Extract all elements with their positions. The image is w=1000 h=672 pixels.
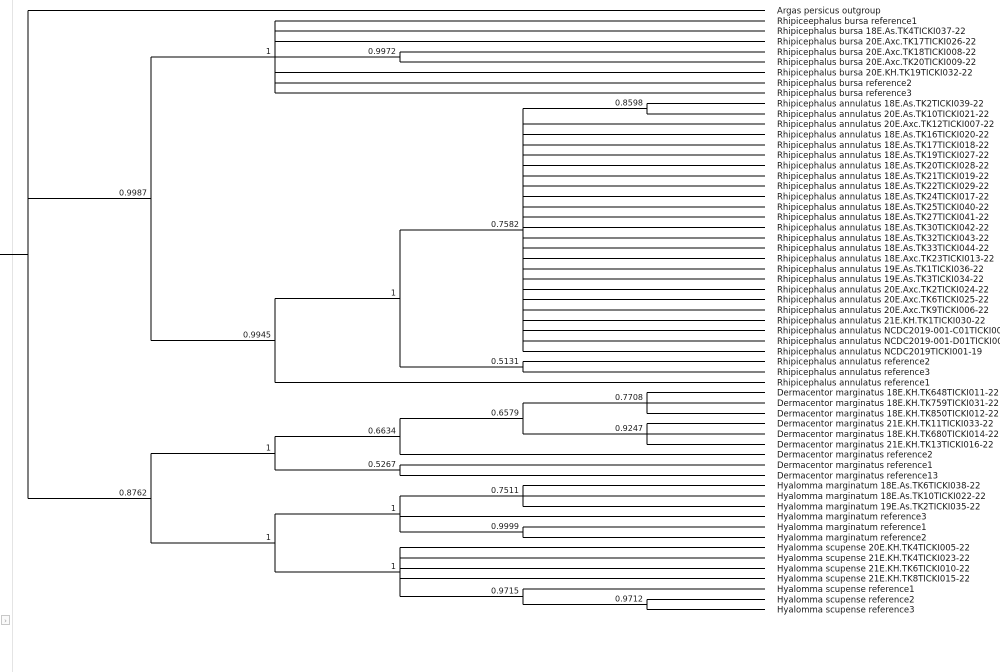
support-value: 1: [391, 504, 396, 513]
taxon-label: Rhipicephalus annulatus 18E.As.TK32TICKI…: [777, 234, 989, 244]
taxon-label: Rhipicephalus annulatus 18E.As.TK2TICKI0…: [777, 99, 984, 109]
taxon-label: Rhipicephalus annulatus 18E.As.TK30TICKI…: [777, 223, 989, 233]
taxon-label: Rhipicephalus bursa 20E.Axc.TK18TICKI008…: [777, 48, 976, 58]
support-value: 0.9712: [615, 594, 643, 603]
taxon-label: Dermacentor marginatus reference2: [777, 451, 933, 461]
taxon-label: Rhipicephalus bursa 18E.As.TK4TICKI037-2…: [777, 27, 966, 37]
taxon-label: Rhipicephalus bursa 20E.Axc.TK17TICKI026…: [777, 37, 976, 47]
support-value: 0.9945: [243, 330, 271, 339]
taxon-label: Dermacentor marginatus 21E.KH.TK13TICKI0…: [777, 440, 993, 450]
taxon-label: Hyalomma scupense reference2: [777, 595, 915, 605]
support-value: 0.5131: [491, 357, 519, 366]
taxon-label: Rhipicephalus annulatus 18E.As.TK22TICKI…: [777, 182, 989, 192]
taxon-label: Dermacentor marginatus reference1: [777, 461, 933, 471]
taxon-label: Hyalomma marginatum reference1: [777, 523, 927, 533]
taxon-label: Rhipicephalus bursa reference3: [777, 89, 912, 99]
taxon-label: Rhipicephalus annulatus NCDC2019TICKI001…: [777, 347, 982, 357]
support-value: 1: [266, 533, 271, 542]
taxon-label: Rhipicephalus annulatus 18E.As.TK25TICKI…: [777, 203, 989, 213]
support-value: 0.6634: [368, 427, 396, 436]
taxon-label: Dermacentor marginatus 18E.KH.TK850TICKI…: [777, 409, 999, 419]
taxon-label: Rhipicephalus bursa 20E.KH.TK19TICKI032-…: [777, 68, 973, 78]
support-value: 0.8762: [119, 488, 147, 497]
taxon-label: Rhipicephalus annulatus 19E.As.TK3TICKI0…: [777, 275, 984, 285]
expand-arrow-icon[interactable]: ›: [1, 615, 10, 625]
support-value: 0.7511: [491, 486, 519, 495]
support-value: 0.9972: [368, 47, 396, 56]
left-gutter: [0, 0, 13, 672]
taxon-label: Rhipicephalus bursa 20E.Axc.TK20TICKI009…: [777, 58, 976, 68]
taxon-label: Rhipicephalus annulatus 18E.As.TK27TICKI…: [777, 213, 989, 223]
support-value: 1: [266, 443, 271, 452]
taxon-label: Hyalomma marginatum reference3: [777, 513, 927, 523]
taxon-label: Hyalomma marginatum 19E.As.TK2TICKI035-2…: [777, 502, 980, 512]
support-value: 0.6579: [491, 409, 519, 418]
taxon-label: Rhipicephalus annulatus reference3: [777, 368, 930, 378]
taxon-label: Rhipicephalus annulatus 18E.As.TK24TICKI…: [777, 192, 989, 202]
taxon-label: Rhipicephalus annulatus 18E.As.TK33TICKI…: [777, 244, 989, 254]
taxon-label: Rhipicephalus annulatus NCDC2019-001-C01…: [777, 327, 1000, 337]
support-value: 1: [266, 47, 271, 56]
taxon-label: Rhipicephalus annulatus reference1: [777, 378, 930, 388]
support-value: 0.9715: [491, 587, 519, 596]
taxon-label: Rhipicephalus annulatus 18E.Axc.TK23TICK…: [777, 254, 994, 264]
support-value: 0.9987: [119, 189, 147, 198]
taxon-label: Hyalomma scupense 21E.KH.TK4TICKI023-22: [777, 554, 970, 564]
taxon-label: Rhipicephalus annulatus 20E.Axc.TK9TICKI…: [777, 306, 989, 316]
taxon-label: Dermacentor marginatus 18E.KH.TK680TICKI…: [777, 430, 999, 440]
taxon-label: Rhipicephalus annulatus 20E.As.TK10TICKI…: [777, 110, 989, 120]
support-value: 0.9999: [491, 522, 519, 531]
taxon-label: Rhipicephalus annulatus 20E.Axc.TK2TICKI…: [777, 285, 989, 295]
taxon-label: Dermacentor marginatus 18E.KH.TK648TICKI…: [777, 389, 999, 399]
support-value: 0.7708: [615, 393, 643, 402]
taxon-label: Hyalomma scupense 21E.KH.TK6TICKI010-22: [777, 564, 970, 574]
taxon-label: Dermacentor marginatus 18E.KH.TK759TICKI…: [777, 399, 999, 409]
taxon-label: Rhipicephalus annulatus 20E.Axc.TK12TICK…: [777, 120, 994, 130]
taxon-label: Rhipiceephalus bursa reference1: [777, 17, 917, 27]
support-value: 0.5267: [368, 460, 396, 469]
taxon-label: Rhipicephalus annulatus 21E.KH.TK1TICKI0…: [777, 316, 985, 326]
taxon-label: Hyalomma scupense reference3: [777, 606, 915, 616]
support-value: 0.7582: [491, 220, 519, 229]
taxon-label: Hyalomma marginatum 18E.As.TK10TICKI022-…: [777, 492, 986, 502]
support-value: 0.9247: [615, 424, 643, 433]
taxon-label: Rhipicephalus annulatus NCDC2019-001-D01…: [777, 337, 1000, 347]
taxon-label: Hyalomma scupense 20E.KH.TK4TICKI005-22: [777, 544, 970, 554]
taxon-label: Dermacentor marginatus reference13: [777, 471, 938, 481]
taxon-label: Rhipicephalus annulatus 20E.Axc.TK6TICKI…: [777, 296, 989, 306]
taxon-label: Hyalomma marginatum 18E.As.TK6TICKI038-2…: [777, 482, 980, 492]
taxon-label: Hyalomma scupense reference1: [777, 585, 915, 595]
support-value: 1: [391, 288, 396, 297]
taxon-label: Rhipicephalus annulatus reference2: [777, 358, 930, 368]
taxon-label: Argas persicus outgroup: [777, 7, 881, 17]
support-value: 1: [391, 562, 396, 571]
taxon-label: Rhipicephalus annulatus 18E.As.TK19TICKI…: [777, 151, 989, 161]
taxon-label: Rhipicephalus annulatus 18E.As.TK17TICKI…: [777, 141, 989, 151]
support-value: 0.8598: [615, 99, 643, 108]
taxon-label: Rhipicephalus annulatus 18E.As.TK20TICKI…: [777, 161, 989, 171]
taxon-label: Rhipicephalus annulatus 18E.As.TK21TICKI…: [777, 172, 989, 182]
taxon-label: Rhipicephalus annulatus 19E.As.TK1TICKI0…: [777, 265, 984, 275]
taxon-label: Hyalomma marginatum reference2: [777, 533, 927, 543]
taxon-label: Rhipicephalus bursa reference2: [777, 79, 912, 89]
taxon-label: Rhipicephalus annulatus 18E.As.TK16TICKI…: [777, 130, 989, 140]
taxon-label: Dermacentor marginatus 21E.KH.TK11TICKI0…: [777, 420, 993, 430]
taxon-label: Hyalomma scupense 21E.KH.TK8TICKI015-22: [777, 575, 970, 585]
